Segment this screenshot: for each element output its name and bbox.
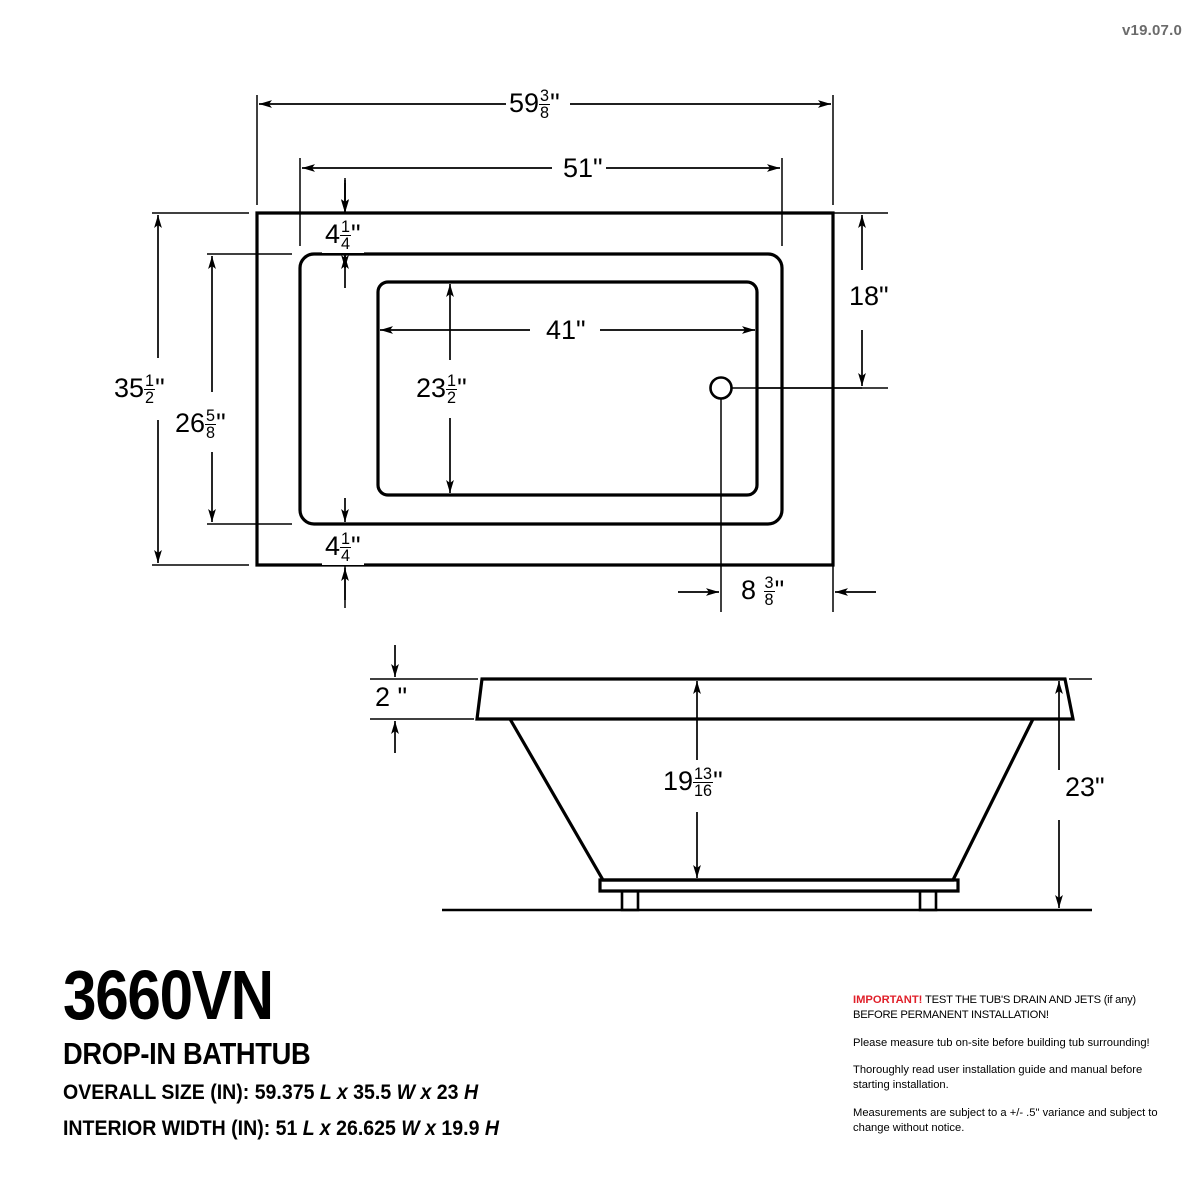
elevation-view-geometry xyxy=(442,679,1092,910)
overall-size-label: OVERALL SIZE (IN): xyxy=(63,1080,255,1104)
elevation-view-dimension-lines xyxy=(370,645,1092,908)
plan-flange-rect xyxy=(300,254,782,524)
note-important: IMPORTANT! TEST THE TUB'S DRAIN AND JETS… xyxy=(853,993,1175,1023)
interior-sep-1: x xyxy=(314,1116,337,1140)
interior-l-symbol: L xyxy=(302,1116,315,1140)
interior-size-line: INTERIOR WIDTH (IN): 51 L x 26.625 W x 1… xyxy=(63,1117,733,1141)
dim-flange-length: 51" xyxy=(560,155,606,182)
dim-overall-height: 23" xyxy=(1062,774,1108,801)
elevation-foot-left xyxy=(622,891,638,910)
product-type: DROP-IN BATHTUB xyxy=(63,1035,311,1071)
overall-l-symbol: L xyxy=(319,1080,332,1104)
important-rest: TEST THE TUB'S DRAIN AND JETS (if any) B… xyxy=(853,994,1136,1021)
technical-drawing xyxy=(0,0,1200,960)
interior-h-symbol: H xyxy=(484,1116,499,1140)
plan-drain-circle xyxy=(711,378,732,399)
dim-drain-offset-side: 18" xyxy=(846,283,892,310)
overall-length-value: 59.375 xyxy=(254,1080,320,1104)
interior-height-value: 19.9 xyxy=(441,1116,485,1140)
interior-sep-2: x xyxy=(419,1116,442,1140)
plan-view-dimension-lines xyxy=(152,95,888,612)
dim-interior-length: 41" xyxy=(543,317,589,344)
important-word: IMPORTANT! xyxy=(853,994,923,1006)
note-measure: Please measure tub on-site before buildi… xyxy=(853,1036,1150,1049)
interior-width-value: 26.625 xyxy=(336,1116,402,1140)
overall-width-value: 35.5 xyxy=(353,1080,397,1104)
elevation-body xyxy=(510,719,1033,880)
plan-outer-rect xyxy=(257,213,833,565)
model-number: 3660VN xyxy=(63,956,274,1034)
installation-notes: IMPORTANT! TEST THE TUB'S DRAIN AND JETS… xyxy=(853,993,1175,1135)
overall-sep-2: x xyxy=(415,1080,437,1104)
interior-size-label: INTERIOR WIDTH (IN): xyxy=(63,1116,276,1140)
overall-h-symbol: H xyxy=(463,1080,479,1104)
interior-length-value: 51 xyxy=(275,1116,303,1140)
note-read-guide: Thoroughly read user installation guide … xyxy=(853,1064,1143,1092)
interior-w-symbol: W xyxy=(401,1116,420,1140)
plan-view-geometry xyxy=(257,213,833,565)
title-block: 3660VN DROP-IN BATHTUB OVERALL SIZE (IN)… xyxy=(63,956,783,1141)
overall-sep-1: x xyxy=(331,1080,354,1104)
overall-height-value: 23 xyxy=(436,1080,464,1104)
dim-rim-thickness: 2 " xyxy=(372,684,411,711)
elevation-base-slab xyxy=(600,880,958,891)
overall-size-line: OVERALL SIZE (IN): 59.375 L x 35.5 W x 2… xyxy=(63,1081,733,1105)
note-variance: Measurements are subject to a +/- .5" va… xyxy=(853,1106,1158,1134)
overall-w-symbol: W xyxy=(396,1080,416,1104)
version-label: v19.07.0 xyxy=(1122,22,1182,39)
elevation-rim xyxy=(477,679,1073,719)
elevation-foot-right xyxy=(920,891,936,910)
